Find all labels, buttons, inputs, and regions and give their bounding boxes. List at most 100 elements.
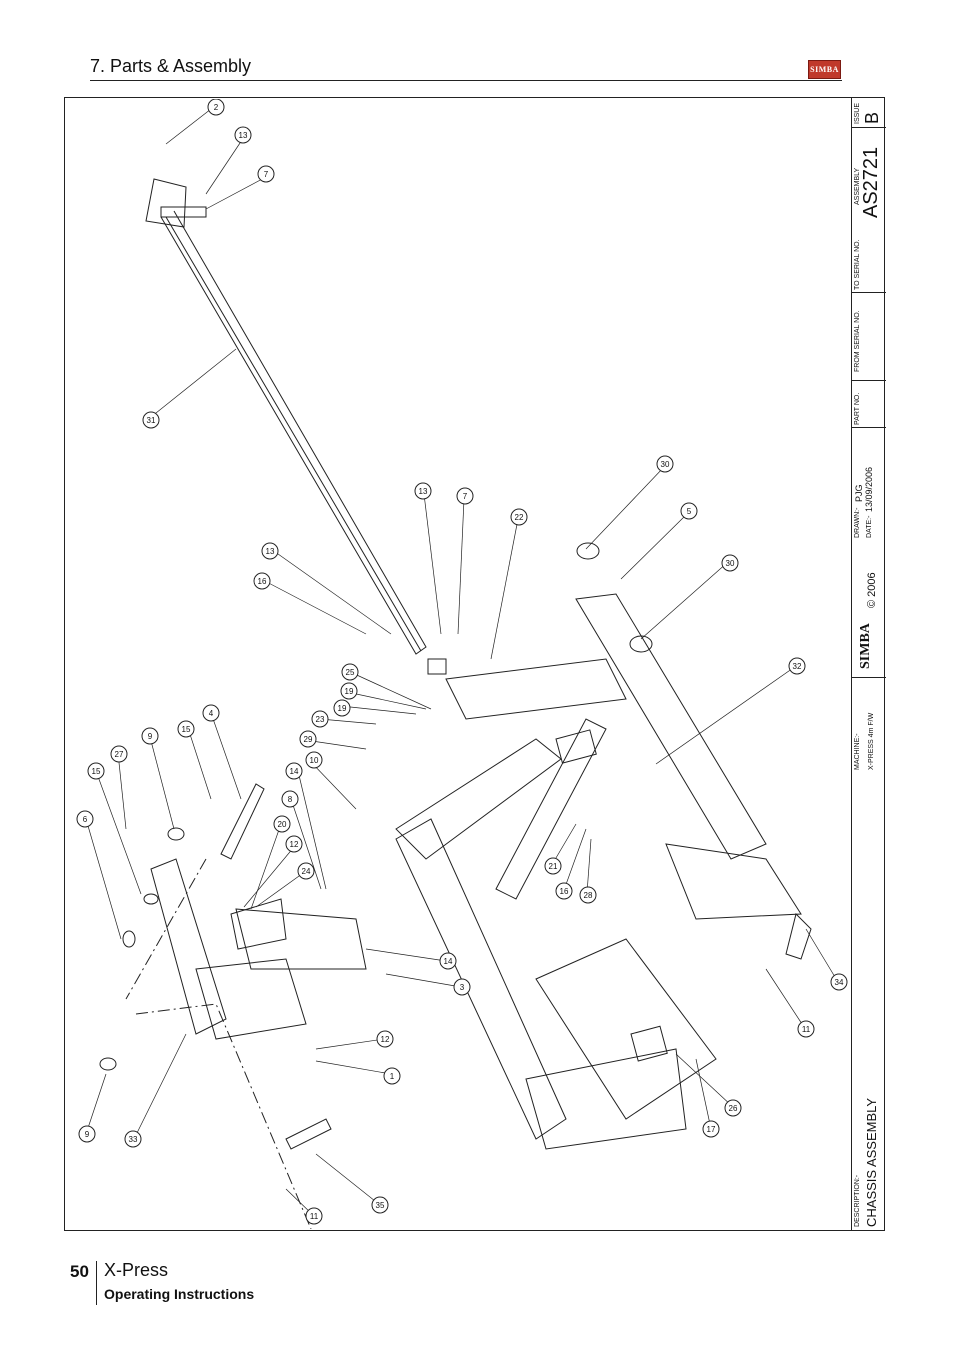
front-plate [535, 938, 717, 1120]
callout-balloon: 9 [78, 1125, 96, 1143]
callout-label: 24 [302, 867, 311, 876]
callout-balloon: 12 [285, 835, 303, 853]
washer-15 [143, 893, 159, 905]
callout-label: 25 [346, 668, 355, 677]
callout-label: 33 [129, 1135, 138, 1144]
callout-label: 7 [264, 170, 269, 179]
callout-label: 23 [316, 715, 325, 724]
callout-balloon: 12 [376, 1030, 394, 1048]
nut-9a [167, 827, 185, 841]
block-22 [427, 658, 447, 675]
callout-balloon: 30 [721, 554, 739, 572]
callout-balloon: 13 [414, 482, 432, 500]
footer-divider [96, 1261, 97, 1305]
to-serial-label: TO SERIAL NO. [854, 239, 861, 290]
description-label: DESCRIPTION:- [854, 1174, 861, 1227]
callout-balloon: 4 [202, 704, 220, 722]
callout-label: 9 [85, 1130, 90, 1139]
title-block-divider [852, 292, 886, 293]
callout-label: 28 [584, 891, 593, 900]
callout-label: 14 [290, 767, 299, 776]
callout-label: 34 [835, 978, 844, 987]
pin-34 [785, 913, 812, 960]
callout-label: 12 [290, 840, 299, 849]
foot-plate [525, 1048, 687, 1150]
callout-label: 27 [115, 750, 124, 759]
callout-label: 2 [214, 103, 219, 112]
callout-label: 22 [515, 513, 524, 522]
title-block: ISSUE B ASSEMBLY AS2721 TO SERIAL NO. FR… [851, 97, 886, 1231]
callout-balloon: 32 [788, 657, 806, 675]
callout-balloon: 2 [207, 99, 225, 116]
callout-balloon: 25 [341, 663, 359, 681]
cross-beam [665, 843, 802, 920]
description-value: CHASSIS ASSEMBLY [864, 1097, 879, 1227]
section-title: 7. Parts & Assembly [90, 56, 252, 76]
callout-balloon: 29 [299, 730, 317, 748]
callout-balloon: 7 [257, 165, 275, 183]
callout-label: 35 [376, 1201, 385, 1210]
bush-30a [576, 542, 600, 560]
callout-balloon: 8 [281, 790, 299, 808]
issue-value: B [862, 111, 882, 124]
title-block-divider [852, 677, 886, 678]
headstock-plate [195, 958, 307, 1040]
callout-balloon: 21 [544, 857, 562, 875]
callout-balloon: 17 [702, 1120, 720, 1138]
bolt-6 [122, 930, 136, 948]
page-number: 50 [70, 1262, 89, 1281]
callout-balloon: 22 [510, 508, 528, 526]
callout-label: 4 [209, 709, 214, 718]
callout-balloon: 24 [297, 862, 315, 880]
callout-label: 19 [338, 704, 347, 713]
tube-31-body [160, 210, 427, 655]
issue-label: ISSUE [854, 102, 861, 124]
drawn-value: PJG [854, 484, 864, 502]
centre-line [135, 1003, 312, 1229]
assembly-number: AS2721 [860, 146, 882, 218]
bracket-24 [230, 898, 287, 950]
callout-label: 17 [707, 1125, 716, 1134]
tube-31 [160, 206, 207, 218]
callout-balloon: 1 [383, 1067, 401, 1085]
callout-balloon: 30 [656, 455, 674, 473]
callout-label: 5 [687, 507, 692, 516]
callout-label: 13 [266, 547, 275, 556]
callout-balloon: 33 [124, 1130, 142, 1148]
callout-balloon: 13 [261, 542, 279, 560]
callout-balloon: 26 [724, 1099, 742, 1117]
callout-balloon: 19 [333, 699, 351, 717]
callout-label: 9 [148, 732, 153, 741]
callout-label: 1 [390, 1072, 395, 1081]
date-label: DATE:- [866, 515, 873, 538]
callout-label: 30 [726, 559, 735, 568]
callout-label: 20 [278, 820, 287, 829]
tube-31-flange [145, 178, 187, 228]
callout-balloon: 13 [234, 126, 252, 144]
simba-logo: SIMBA [808, 60, 841, 79]
callout-balloon: 16 [555, 882, 573, 900]
title-block-divider [852, 427, 886, 428]
exploded-chassis-drawing: 2 13 7 31 13 7 22 30 5 30 13 16 25 19 19… [76, 99, 848, 1229]
callout-label: 7 [463, 492, 468, 501]
callout-label: 11 [310, 1212, 319, 1221]
callout-label: 29 [304, 735, 313, 744]
callout-label: 32 [793, 662, 802, 671]
headstock-33 [150, 858, 227, 1035]
main-beam-lower [395, 818, 567, 1140]
callout-label: 11 [802, 1025, 811, 1034]
callout-balloon: 7 [456, 487, 474, 505]
callout-balloon: 10 [305, 751, 323, 769]
diagonal-brace [495, 718, 607, 900]
machine-label: MACHINE:- [854, 733, 861, 770]
callout-label: 30 [661, 460, 670, 469]
drawn-label: DRAWN:- [854, 507, 861, 538]
block-21 [555, 729, 597, 764]
callout-balloon: 16 [253, 572, 271, 590]
callout-label: 13 [419, 487, 428, 496]
title-block-logo: SIMBA [858, 623, 873, 669]
product-name: X-Press [104, 1260, 169, 1280]
callout-label: 14 [444, 957, 453, 966]
callout-label: 13 [239, 131, 248, 140]
part-no-label: PART NO. [854, 392, 861, 425]
